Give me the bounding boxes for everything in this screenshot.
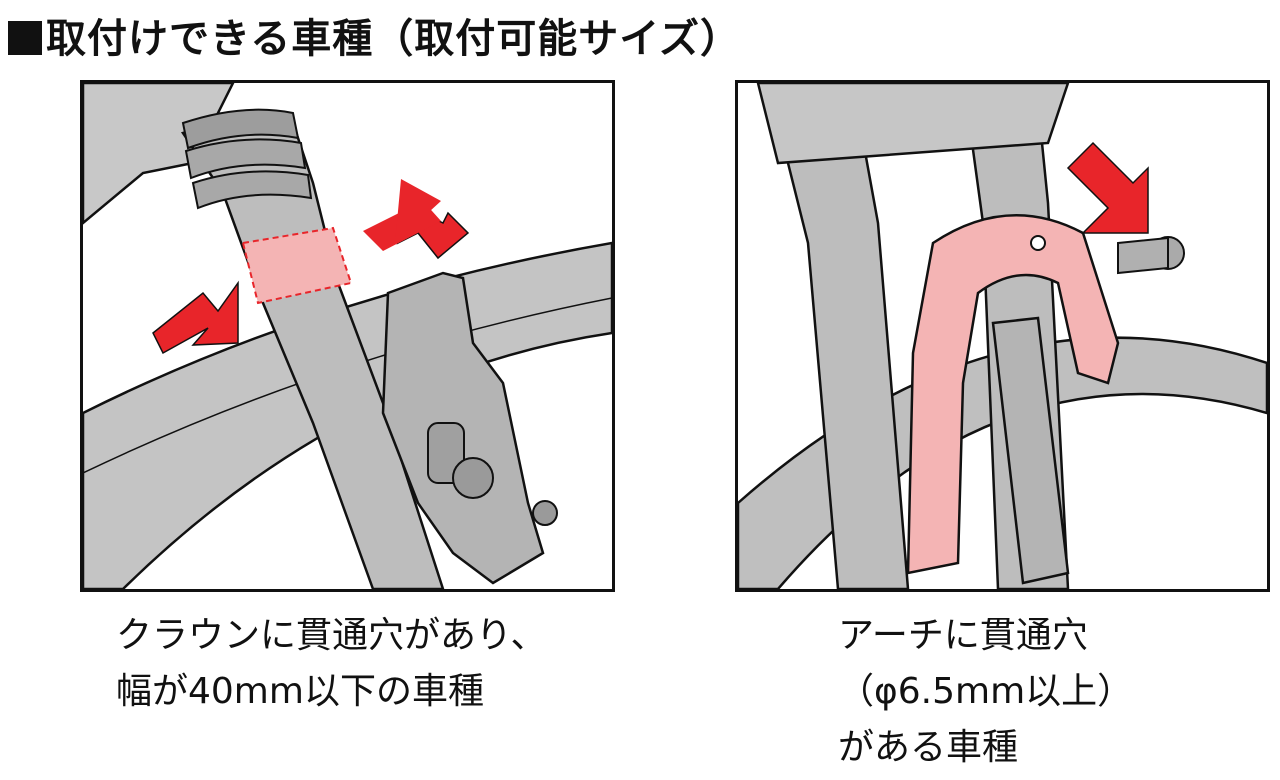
arch-caption-line-2: （φ6.5mm以上） [838, 671, 1134, 712]
arch-caption-line-3: がある車種 [838, 727, 1019, 768]
fork-arch-illustration [738, 83, 1267, 589]
arch-hole-icon [1030, 235, 1046, 251]
arch-highlight [906, 213, 1120, 575]
arrow-pointing-right-icon [152, 280, 239, 355]
arch-caption: アーチに貫通穴 （φ6.5mm以上） がある車種 [838, 608, 1133, 776]
section-heading-text: 取付けできる車種（取付可能サイズ） [46, 16, 741, 62]
fork-crown-illustration [83, 83, 612, 589]
arrow-pointing-down-left-icon [1066, 141, 1149, 234]
arch-illustration-panel [735, 80, 1270, 592]
crown-caption: クラウンに貫通穴があり、 幅が40mm以下の車種 [116, 608, 547, 720]
crown-caption-line-1: クラウンに貫通穴があり、 [116, 615, 547, 656]
black-square-bullet-icon [8, 21, 42, 55]
crown-illustration-panel [80, 80, 615, 592]
section-heading: 取付けできる車種（取付可能サイズ） [8, 6, 741, 64]
crown-width-highlight [241, 226, 353, 305]
crown-caption-line-2: 幅が40mm以下の車種 [116, 671, 484, 712]
arch-caption-line-1: アーチに貫通穴 [838, 615, 1088, 656]
